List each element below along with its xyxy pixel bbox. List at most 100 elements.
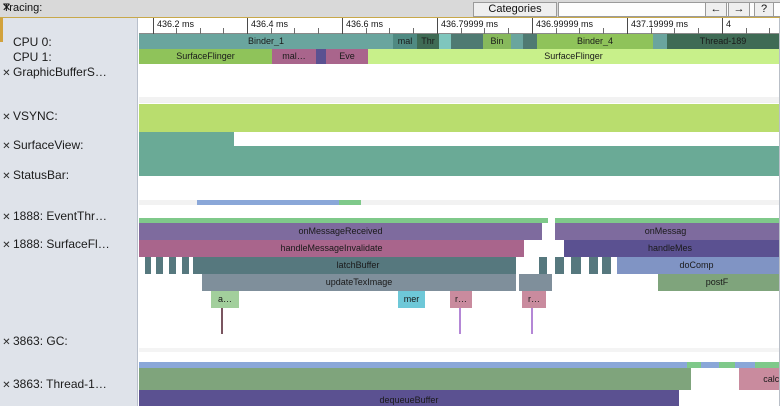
close-track-icon[interactable]: ✕ <box>2 240 11 251</box>
slice-sf-depth3[interactable]: latchBuffer <box>200 257 516 274</box>
slice-sf-depth3[interactable] <box>193 257 200 274</box>
close-track-icon[interactable]: ✕ <box>2 380 11 391</box>
slice-cpu1[interactable]: SurfaceFlinger <box>139 49 272 64</box>
ruler-major-tick <box>532 18 533 34</box>
nav-back-button[interactable]: ← <box>705 2 727 17</box>
track-label-thread-1[interactable]: ✕3863: Thread-1… <box>0 377 107 393</box>
slice-cpu0[interactable] <box>653 34 667 49</box>
slice-thread1-depth0[interactable] <box>735 362 755 368</box>
close-track-icon[interactable]: ✕ <box>2 171 11 182</box>
slice-surfaceview[interactable] <box>139 132 234 146</box>
slice-cpu0[interactable] <box>439 34 451 49</box>
slice-sf-depth3[interactable]: doComp <box>617 257 779 274</box>
slice-statusbar[interactable] <box>139 146 779 176</box>
close-track-icon[interactable]: ✕ <box>2 141 11 152</box>
slice-eventthread[interactable] <box>197 200 339 205</box>
track-label-cpu-0[interactable]: CPU 0: <box>0 35 52 49</box>
slice-cpu0[interactable]: Binder_4 <box>537 34 653 49</box>
slice-cpu1[interactable]: mal… <box>272 49 316 64</box>
track-label-vsync[interactable]: ✕VSYNC: <box>0 109 57 125</box>
slice-cpu1[interactable] <box>316 49 326 64</box>
slice-sf-depth0[interactable] <box>139 218 548 223</box>
slice-sf-depth1[interactable]: onMessag <box>555 223 779 240</box>
close-track-icon[interactable]: ✕ <box>2 337 11 348</box>
slice-label: mal… <box>282 52 306 61</box>
slice-cpu0[interactable]: mal <box>393 34 417 49</box>
track-label-surfaceflinger[interactable]: ✕1888: SurfaceFl… <box>0 237 109 253</box>
slice-label: updateTexImage <box>325 278 393 287</box>
slice-sf-depth3[interactable] <box>145 257 151 274</box>
slice-label: SurfaceFlinger <box>544 52 603 61</box>
close-icon[interactable]: ✕ <box>2 2 12 14</box>
close-track-icon[interactable]: ✕ <box>2 68 11 79</box>
help-button[interactable]: ? <box>754 2 774 17</box>
slice-sf-depth2[interactable]: handleMessageInvalidate <box>139 240 524 257</box>
slice-sf-depth0[interactable] <box>555 218 779 223</box>
slice-sf-depth3[interactable] <box>602 257 611 274</box>
slice-sf-depth5[interactable]: r… <box>450 291 472 308</box>
ruler-minor-tick <box>200 28 201 34</box>
slice-cpu0[interactable]: Bin <box>483 34 511 49</box>
slice-cpu1[interactable]: SurfaceFlinger <box>368 49 779 64</box>
slice-sf-depth3[interactable] <box>571 257 581 274</box>
row-background <box>139 97 779 102</box>
slice-sf-depth3[interactable] <box>169 257 176 274</box>
slice-sf-depth2[interactable]: handleMes <box>564 240 779 257</box>
slice-cpu0[interactable] <box>451 34 463 49</box>
track-label-statusbar[interactable]: ✕StatusBar: <box>0 168 69 184</box>
slice-sf-depth4[interactable] <box>519 274 552 291</box>
slice-cpu0[interactable]: Thread-189 <box>667 34 779 49</box>
flow-arrow <box>221 308 223 334</box>
slice-cpu0[interactable] <box>511 34 523 49</box>
slice-cpu1[interactable]: Eve <box>326 49 368 64</box>
ruler-minor-tick <box>389 28 390 34</box>
slice-sf-depth3[interactable] <box>555 257 564 274</box>
slice-cpu0[interactable]: Thr <box>417 34 439 49</box>
categories-button[interactable]: Categories <box>473 2 557 17</box>
slice-thread1-depth0[interactable] <box>701 362 719 368</box>
slice-sf-depth5[interactable]: a… <box>211 291 239 308</box>
slice-thread1-depth0[interactable] <box>719 362 735 368</box>
ruler-tick-label: 436.4 ms <box>251 19 289 29</box>
slice-cpu0[interactable] <box>523 34 537 49</box>
slice-cpu0[interactable]: Binder_1 <box>139 34 393 49</box>
slice-thread1-depth2[interactable]: dequeueBuffer <box>139 390 679 406</box>
ruler-minor-tick <box>484 28 485 34</box>
slice-sf-depth3[interactable] <box>539 257 547 274</box>
track-label-eventthread[interactable]: ✕1888: EventThr… <box>0 209 107 225</box>
ruler-minor-tick <box>413 28 414 34</box>
slice-label: onMessag <box>644 227 687 236</box>
track-label-surfaceview[interactable]: ✕SurfaceView: <box>0 138 83 154</box>
slice-sf-depth5[interactable]: mer <box>398 291 425 308</box>
slice-sf-depth3[interactable] <box>182 257 189 274</box>
slice-label: r… <box>455 295 467 304</box>
nav-forward-button[interactable]: → <box>728 2 750 17</box>
slice-sf-depth3[interactable] <box>156 257 163 274</box>
track-label-text: 1888: EventThr… <box>13 209 108 223</box>
ruler-tick-label: 436.99999 ms <box>536 19 594 29</box>
ruler-minor-tick <box>603 28 604 34</box>
close-track-icon[interactable]: ✕ <box>2 212 11 223</box>
flow-arrow <box>531 308 533 334</box>
slice-thread1-depth0[interactable] <box>139 362 687 368</box>
track-label-cpu-1[interactable]: CPU 1: <box>0 50 52 64</box>
slice-cpu0[interactable] <box>463 34 483 49</box>
slice-vsync[interactable] <box>139 104 779 132</box>
slice-sf-depth3[interactable] <box>589 257 598 274</box>
slice-sf-depth4[interactable]: updateTexImage <box>202 274 516 291</box>
slice-thread1-depth0[interactable] <box>755 362 779 368</box>
slice-thread1-depth1[interactable] <box>139 368 691 390</box>
ruler-minor-tick <box>223 28 224 34</box>
close-track-icon[interactable]: ✕ <box>2 112 11 123</box>
slice-eventthread[interactable] <box>339 200 361 205</box>
slice-thread1-depth1[interactable]: calculat… <box>739 368 779 390</box>
track-label-gc[interactable]: ✕3863: GC: <box>0 334 67 350</box>
slice-sf-depth5[interactable]: r… <box>522 291 546 308</box>
slice-sf-depth4[interactable]: postF <box>658 274 779 291</box>
slice-thread1-depth0[interactable] <box>687 362 701 368</box>
track-label-graphicbufferswap[interactable]: ✕GraphicBufferS… <box>0 65 107 81</box>
slice-sf-depth1[interactable]: onMessageReceived <box>139 223 542 240</box>
